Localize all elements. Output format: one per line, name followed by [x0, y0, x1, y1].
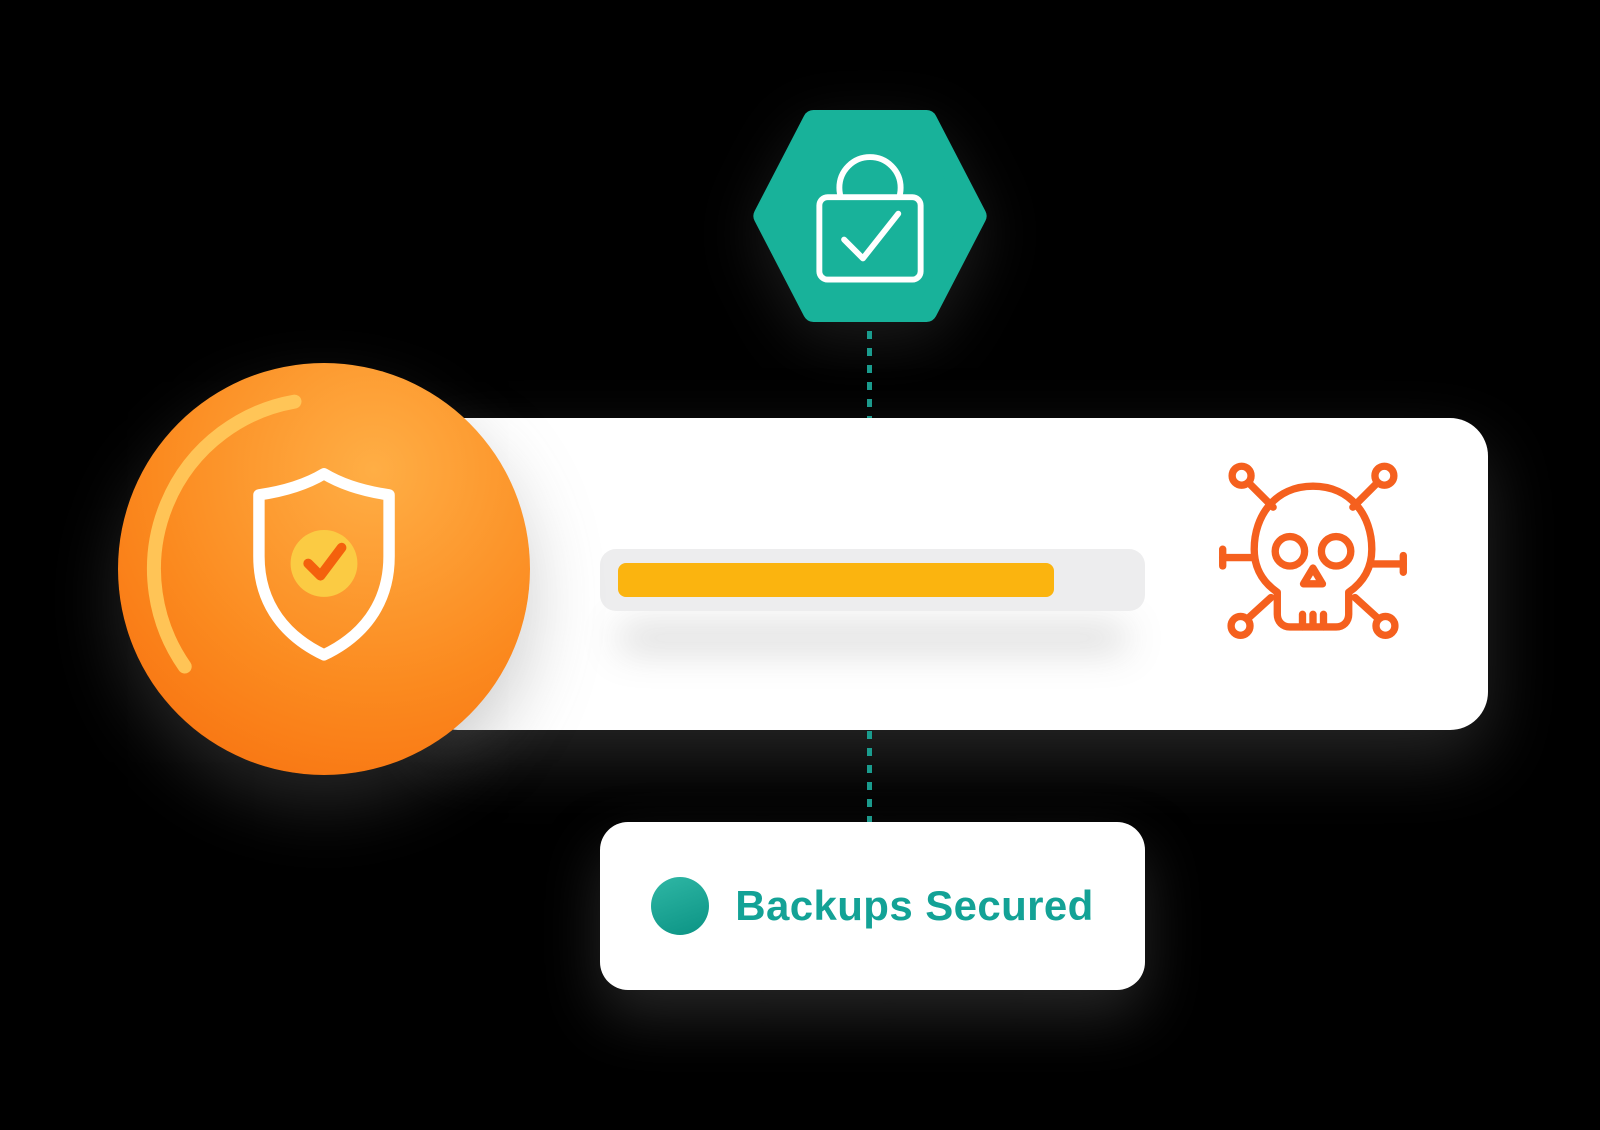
shield-check-icon — [253, 468, 395, 661]
lock-check-icon — [753, 110, 987, 322]
progress-bar-fill — [618, 563, 1054, 597]
status-dot-icon — [651, 877, 710, 935]
status-card: Backups Secured — [600, 822, 1145, 990]
hexagon-lock-badge — [752, 110, 988, 322]
progress-bar-track — [600, 549, 1145, 611]
highlight-arc — [147, 394, 302, 674]
status-label: Backups Secured — [735, 882, 1094, 929]
dotted-connector-bottom — [867, 731, 872, 822]
skull-circuit-icon — [1208, 460, 1418, 672]
scan-card — [420, 418, 1488, 730]
dotted-connector-top — [867, 331, 872, 418]
shield-badge-circle — [118, 363, 530, 775]
